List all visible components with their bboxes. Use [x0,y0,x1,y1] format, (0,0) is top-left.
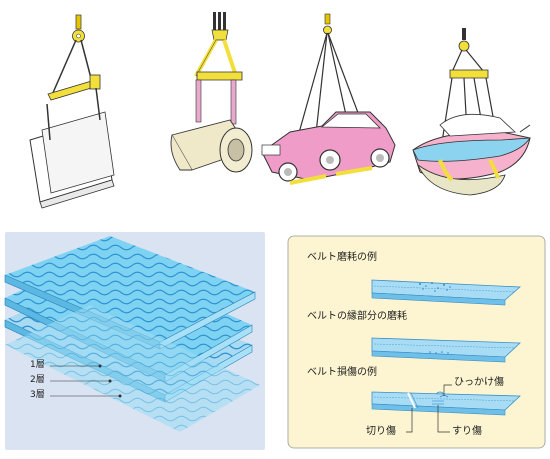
wear-example-title: ベルト磨耗の例 [307,252,377,263]
belt-damage-panel [287,235,546,449]
snag-damage-label: ひっかけ傷 [454,377,504,388]
cut-damage-label: 切り傷 [366,426,396,437]
car-lift-illustration [261,13,396,185]
edge-wear-title: ベルトの縁部分の磨耗 [307,311,407,322]
damage-example-title: ベルト損傷の例 [307,367,377,378]
layer-2-label: 2層 [30,375,45,385]
layer-1-label: 1層 [30,360,45,370]
scrape-damage-label: すり傷 [452,426,482,437]
coil-lift-illustration [170,12,253,173]
plate-lift-illustration [29,14,115,209]
layer-3-label: 3層 [30,390,45,400]
belt-layer-panel [4,232,265,450]
boat-lift-illustration [412,28,531,196]
